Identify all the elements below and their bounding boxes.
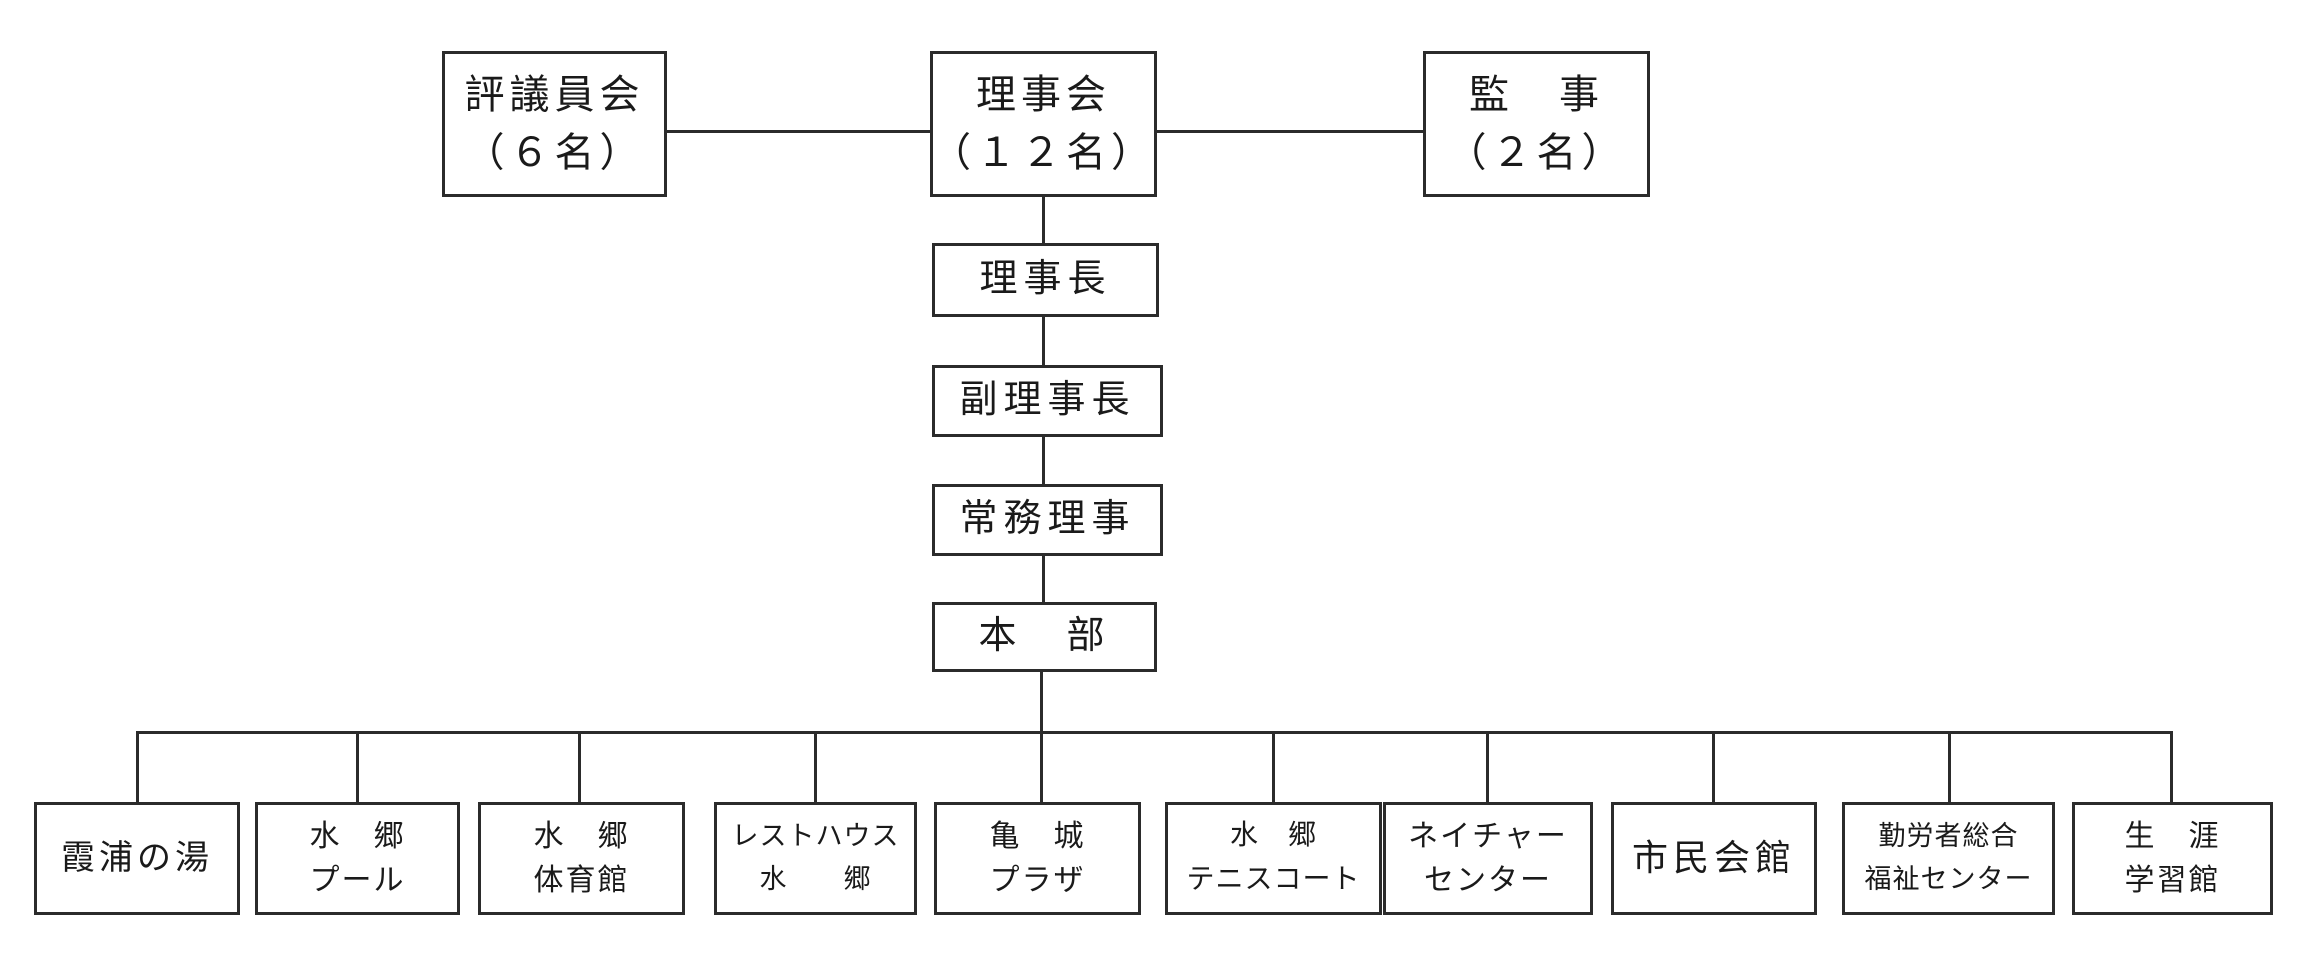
facility-label: プラザ (989, 864, 1086, 897)
facility-label: 霞浦の湯 (61, 839, 213, 877)
org-box-honbu: 本 部 (932, 602, 1157, 672)
facility-label: 勤労者総合 (1878, 821, 2019, 852)
facility-label: 水 郷 (759, 864, 872, 895)
org-box-label: 副理事長 (959, 379, 1136, 422)
facility-label: ネイチャー (1408, 820, 1568, 853)
facility-box-suigo-taiikukan: 水 郷 体育館 (478, 802, 685, 915)
facility-label: プール (309, 864, 406, 897)
drop-facility-6 (1272, 731, 1275, 802)
org-box-fukurijicho: 副理事長 (932, 365, 1163, 437)
org-box-label: （６名） (464, 129, 645, 175)
drop-facility-9 (1948, 731, 1951, 802)
facility-box-resthouse-suigo: レストハウス 水 郷 (714, 802, 917, 915)
org-box-label: 評議員会 (464, 72, 645, 118)
facility-label: 水 郷 (309, 820, 406, 853)
drop-facility-1 (136, 731, 139, 802)
facility-box-kasumigaura-no-yu: 霞浦の湯 (34, 802, 240, 915)
org-box-hyogiinkai: 評議員会 （６名） (442, 51, 667, 197)
org-box-label: 本 部 (978, 615, 1111, 658)
drop-facility-8 (1712, 731, 1715, 802)
connector-honbu-trunk (1040, 672, 1043, 802)
org-box-rijicho: 理事長 (932, 243, 1159, 317)
facility-label: 生 涯 (2124, 820, 2221, 853)
facility-label: 学習館 (2124, 864, 2221, 897)
org-box-kanji: 監 事 （２名） (1423, 51, 1650, 197)
facility-box-suigo-tennis-court: 水 郷 テニスコート (1165, 802, 1382, 915)
connector-trunk-horizontal (136, 731, 2173, 734)
facility-box-kinrosha-fukushi: 勤労者総合 福祉センター (1842, 802, 2055, 915)
drop-facility-10 (2170, 731, 2173, 802)
org-box-label: 理事長 (979, 258, 1112, 301)
facility-label: 水 郷 (533, 820, 630, 853)
org-box-label: （２名） (1446, 129, 1627, 175)
connector-jomuriji-honbu (1042, 556, 1045, 602)
connector-rijikai-rijicho (1042, 197, 1045, 243)
facility-label: テニスコート (1186, 863, 1361, 895)
facility-box-kijo-plaza: 亀 城 プラザ (934, 802, 1141, 915)
org-box-label: （１２名） (931, 129, 1156, 175)
facility-label: レストハウス (731, 821, 900, 852)
facility-label: 市民会館 (1631, 837, 1796, 878)
connector-rijikai-kanji (1157, 130, 1423, 133)
org-box-rijikai: 理事会 （１２名） (930, 51, 1157, 197)
drop-facility-2 (356, 731, 359, 802)
connector-rijicho-fukurijicho (1042, 317, 1045, 365)
drop-facility-4 (814, 731, 817, 802)
drop-facility-3 (578, 731, 581, 802)
facility-label: 水 郷 (1229, 820, 1317, 852)
facility-box-shogai-gakushukan: 生 涯 学習館 (2072, 802, 2273, 915)
org-box-label: 監 事 (1469, 72, 1604, 118)
org-box-label: 常務理事 (959, 498, 1136, 541)
connector-fukurijicho-jomuriji (1042, 437, 1045, 484)
facility-box-nature-center: ネイチャー センター (1383, 802, 1593, 915)
facility-box-suigo-pool: 水 郷 プール (255, 802, 460, 915)
facility-label: 亀 城 (989, 820, 1086, 853)
facility-label: センター (1424, 864, 1552, 897)
facility-box-shimin-kaikan: 市民会館 (1611, 802, 1817, 915)
org-box-jomuriji: 常務理事 (932, 484, 1163, 556)
org-box-label: 理事会 (976, 72, 1111, 118)
facility-label: 福祉センター (1864, 864, 2033, 895)
facility-label: 体育館 (533, 864, 630, 897)
connector-hyogiinkai-rijikai (667, 130, 930, 133)
drop-facility-7 (1486, 731, 1489, 802)
